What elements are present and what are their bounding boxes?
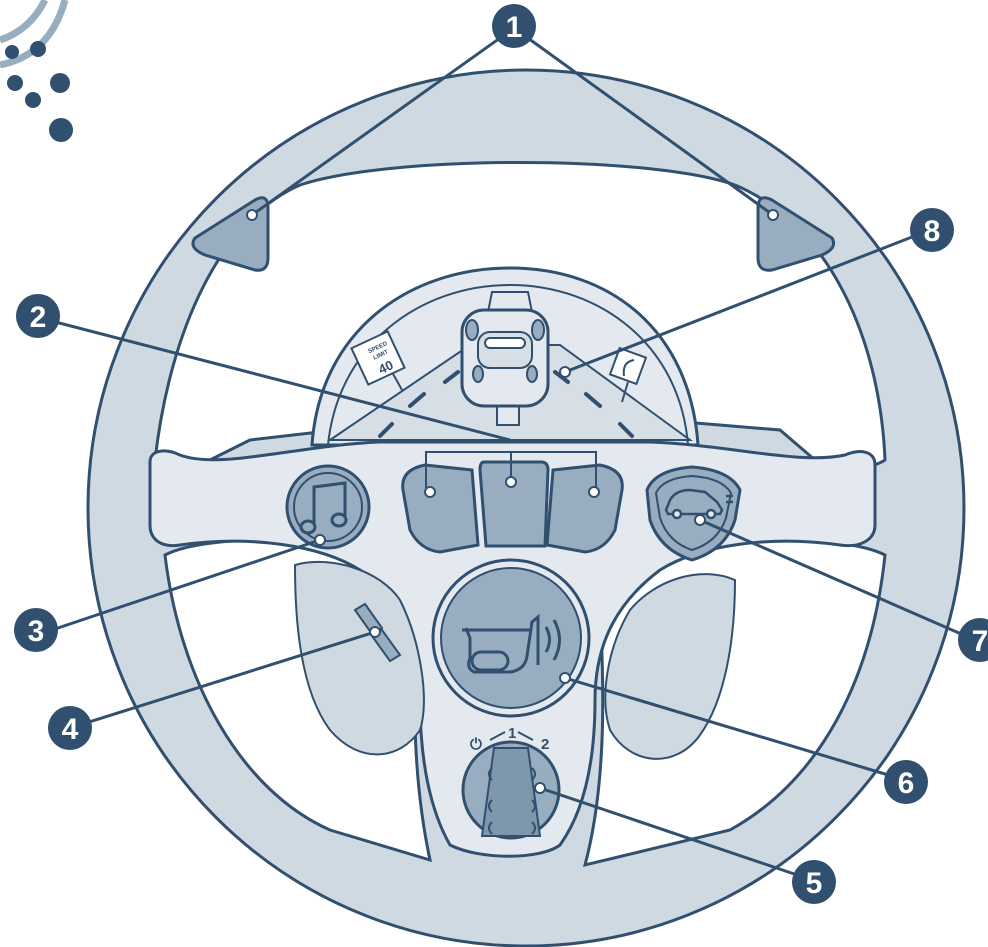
- car-icon: [664, 488, 733, 520]
- svg-text:7: 7: [972, 625, 988, 658]
- callout-badge-5: 5: [792, 860, 836, 904]
- svg-text:4: 4: [62, 713, 79, 746]
- callout-badge-7: 7: [958, 618, 988, 662]
- svg-text:6: 6: [898, 767, 915, 800]
- horn-button[interactable]: [431, 558, 591, 718]
- svg-text:3: 3: [28, 615, 45, 648]
- sign-value: 40: [376, 357, 395, 377]
- callout-badge-1: 1: [492, 4, 536, 48]
- callout-badge-6: 6: [884, 760, 928, 804]
- side-buttons[interactable]: [353, 602, 402, 663]
- callout-badge-3: 3: [14, 608, 58, 652]
- key-left[interactable]: [401, 463, 480, 554]
- horn-icon: [462, 613, 561, 674]
- svg-text:1: 1: [506, 11, 523, 44]
- lower-paddles: [293, 561, 737, 760]
- decorative-corner: [0, 0, 73, 142]
- key-right[interactable]: [545, 463, 624, 554]
- music-note-icon: [299, 481, 348, 535]
- music-button[interactable]: [285, 464, 371, 550]
- selector-off-label: ⏻: [470, 736, 482, 753]
- piano-keys: [401, 451, 624, 554]
- curve-sign: [608, 346, 648, 403]
- toy-car[interactable]: [460, 291, 550, 426]
- road-dashes: [378, 370, 634, 438]
- callout-badge-8: 8: [910, 208, 954, 252]
- leader-dots: [246, 209, 779, 794]
- selector-pos1-label: 1: [508, 725, 516, 742]
- callout-badge-4: 4: [48, 706, 92, 750]
- svg-text:2: 2: [30, 301, 47, 334]
- svg-text:8: 8: [924, 215, 941, 248]
- callout-badge-2: 2: [16, 294, 60, 338]
- speed-limit-sign: SPEED LIMIT 40: [350, 330, 406, 391]
- selector-pos2-label: 2: [541, 736, 549, 753]
- mode-selector[interactable]: [461, 731, 561, 840]
- leader-lines: [39, 26, 976, 882]
- key-middle[interactable]: [478, 460, 550, 548]
- road-dome: SPEED LIMIT 40: [310, 266, 700, 447]
- svg-text:5: 5: [806, 867, 823, 900]
- car-sound-button[interactable]: [645, 465, 742, 562]
